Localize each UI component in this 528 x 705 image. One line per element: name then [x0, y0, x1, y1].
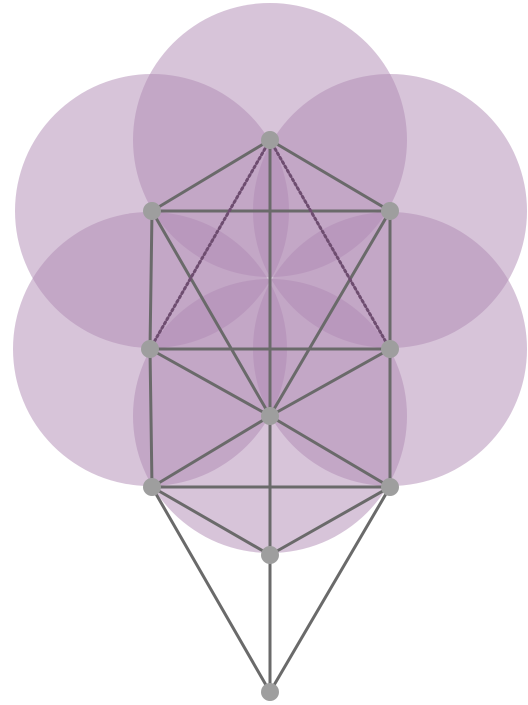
- node-upper-left: [143, 202, 161, 220]
- node-lower-right: [381, 478, 399, 496]
- edge-middle-left-to-lower-left: [150, 349, 152, 487]
- node-lower-left: [143, 478, 161, 496]
- node-lower-center: [261, 546, 279, 564]
- node-upper-right: [381, 202, 399, 220]
- node-middle-right: [381, 340, 399, 358]
- node-bottom: [261, 683, 279, 701]
- node-middle-left: [141, 340, 159, 358]
- node-top: [261, 131, 279, 149]
- node-center: [261, 407, 279, 425]
- edge-upper-left-to-middle-left: [150, 211, 152, 349]
